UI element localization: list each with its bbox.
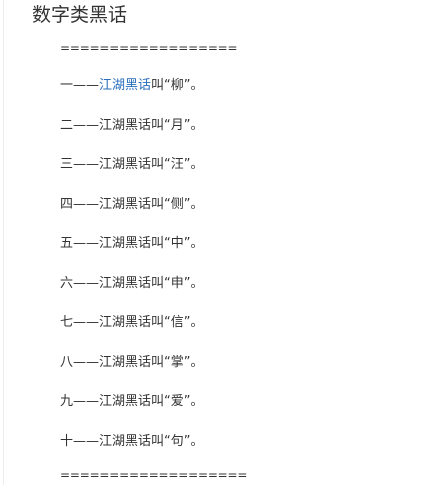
item-slang-word: “侧”。 (164, 196, 204, 212)
list-item: 五——江湖黑话叫“中”。 (60, 234, 204, 274)
item-term: 江湖黑话 (99, 433, 152, 449)
item-slang-word: “句”。 (164, 433, 204, 449)
item-dash: —— (73, 78, 100, 93)
item-says: 叫 (151, 78, 165, 93)
item-dash: —— (73, 354, 100, 370)
item-number: 十 (60, 433, 74, 449)
item-dash: —— (73, 394, 100, 409)
list-item: 四——江湖黑话叫“侧”。 (60, 195, 204, 235)
item-says: 叫 (151, 117, 165, 133)
item-number: 二 (60, 117, 74, 133)
item-dash: —— (73, 315, 100, 330)
item-dash: —— (73, 236, 100, 251)
item-dash: —— (73, 196, 100, 212)
list-item: 十——江湖黑话叫“句”。 (60, 432, 204, 472)
item-number: 六 (60, 275, 74, 291)
item-slang-word: “中”。 (164, 236, 204, 251)
item-number: 四 (60, 196, 74, 212)
item-says: 叫 (151, 315, 165, 330)
item-dash: —— (73, 117, 100, 133)
item-slang-word: “信”。 (164, 315, 204, 330)
item-term: 江湖黑话 (99, 117, 152, 133)
item-slang-word: “申”。 (164, 275, 204, 291)
item-term: 江湖黑话 (99, 196, 152, 212)
item-slang-word: “爱”。 (164, 394, 204, 409)
list-item: 六——江湖黑话叫“申”。 (60, 274, 204, 314)
left-border-rule (3, 0, 4, 485)
item-term: 江湖黑话 (99, 315, 152, 330)
item-dash: —— (73, 157, 100, 172)
item-number: 九 (60, 394, 74, 409)
item-says: 叫 (151, 157, 165, 172)
list-item: 九——江湖黑话叫“爱”。 (60, 392, 204, 432)
item-number: 三 (60, 157, 74, 172)
item-term: 江湖黑话 (99, 354, 152, 370)
list-item: 三——江湖黑话叫“汪”。 (60, 155, 204, 195)
separator-bottom: =================== (60, 468, 248, 482)
item-says: 叫 (151, 354, 165, 370)
item-number: 五 (60, 236, 74, 251)
item-slang-word: “月”。 (164, 117, 204, 133)
item-number: 一 (60, 78, 74, 93)
jianghu-slang-link[interactable]: 江湖黑话 (99, 78, 152, 93)
item-term: 江湖黑话 (99, 394, 152, 409)
item-term: 江湖黑话 (99, 236, 152, 251)
item-slang-word: “汪”。 (164, 157, 204, 172)
list-item: 八——江湖黑话叫“掌”。 (60, 353, 204, 393)
item-number: 七 (60, 315, 74, 330)
item-slang-word: “柳”。 (164, 78, 204, 93)
list-item: 七——江湖黑话叫“信”。 (60, 313, 204, 353)
list-item: 二——江湖黑话叫“月”。 (60, 116, 204, 156)
item-term: 江湖黑话 (99, 157, 152, 172)
item-dash: —— (73, 433, 100, 449)
item-dash: —— (73, 275, 100, 291)
item-says: 叫 (151, 236, 165, 251)
number-slang-list: 一——江湖黑话叫“柳”。 二——江湖黑话叫“月”。 三——江湖黑话叫“汪”。 四… (60, 76, 204, 471)
item-says: 叫 (151, 394, 165, 409)
item-says: 叫 (151, 275, 165, 291)
item-number: 八 (60, 354, 74, 370)
item-slang-word: “掌”。 (164, 354, 204, 370)
item-says: 叫 (151, 196, 165, 212)
item-term: 江湖黑话 (99, 275, 152, 291)
separator-top: ================== (60, 41, 238, 55)
item-says: 叫 (151, 433, 165, 449)
page-title: 数字类黑话 (32, 4, 128, 26)
list-item: 一——江湖黑话叫“柳”。 (60, 76, 204, 116)
